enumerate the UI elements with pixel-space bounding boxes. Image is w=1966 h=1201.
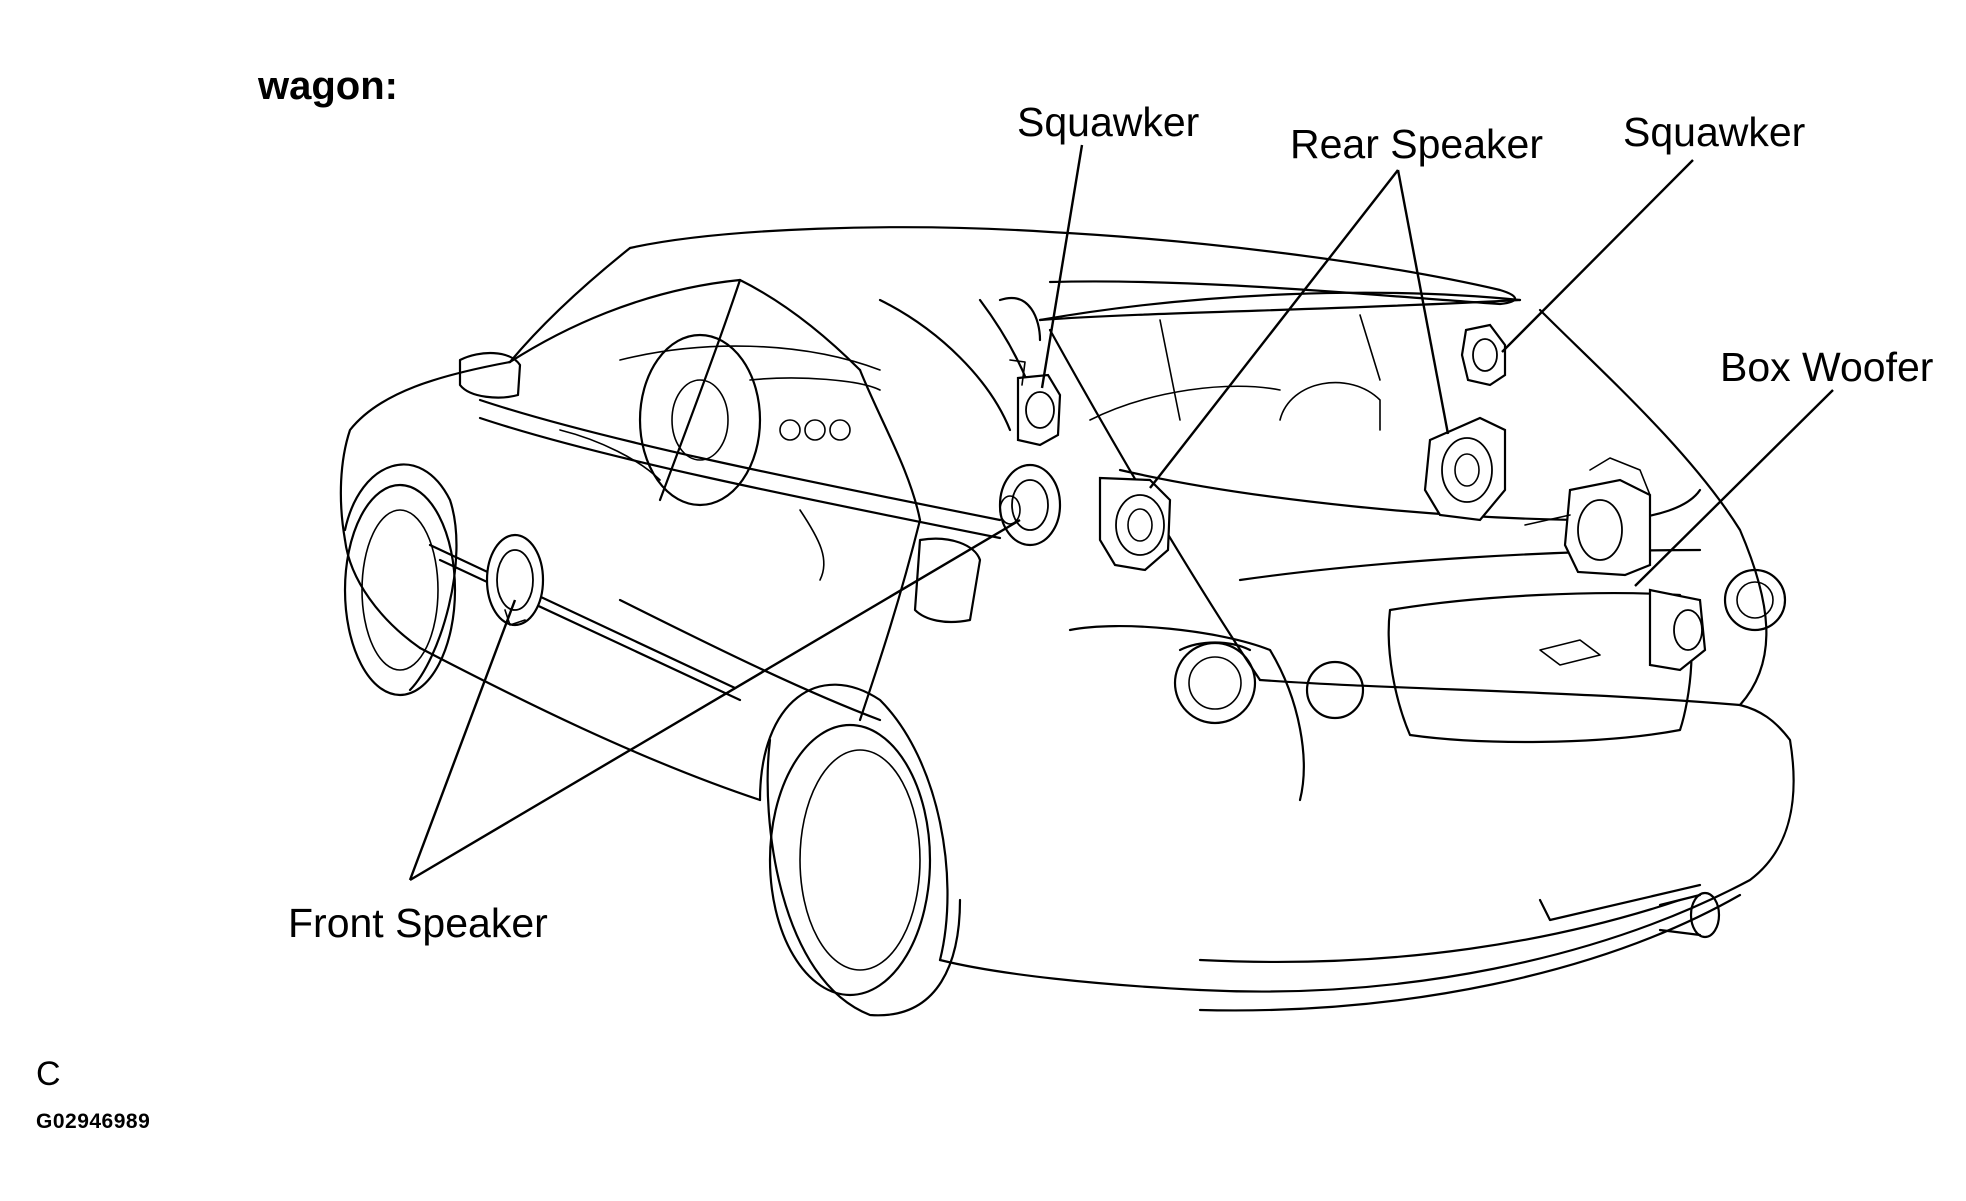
figure-id: G02946989	[36, 1110, 151, 1133]
callout-box-woofer: Box Woofer	[1720, 344, 1934, 390]
callout-rear-speaker: Rear Speaker	[1290, 121, 1543, 167]
corner-letter: C	[36, 1055, 61, 1093]
squawker-right	[1460, 323, 1507, 387]
rear-speaker-right	[1423, 416, 1507, 522]
box-woofer	[1524, 457, 1707, 672]
speaker-front-left	[485, 533, 545, 627]
callout-squawker-right: Squawker	[1623, 109, 1806, 155]
callout-squawker-left: Squawker	[1017, 99, 1200, 145]
squawker-left	[1009, 359, 1062, 447]
car-body-outline	[339, 226, 1795, 1017]
diagram-heading: wagon:	[258, 64, 398, 108]
rear-speaker-left	[1098, 476, 1172, 572]
callout-front-speaker: Front Speaker	[288, 900, 548, 946]
leader-lines	[408, 144, 1834, 882]
speaker-front-right	[998, 463, 1062, 547]
